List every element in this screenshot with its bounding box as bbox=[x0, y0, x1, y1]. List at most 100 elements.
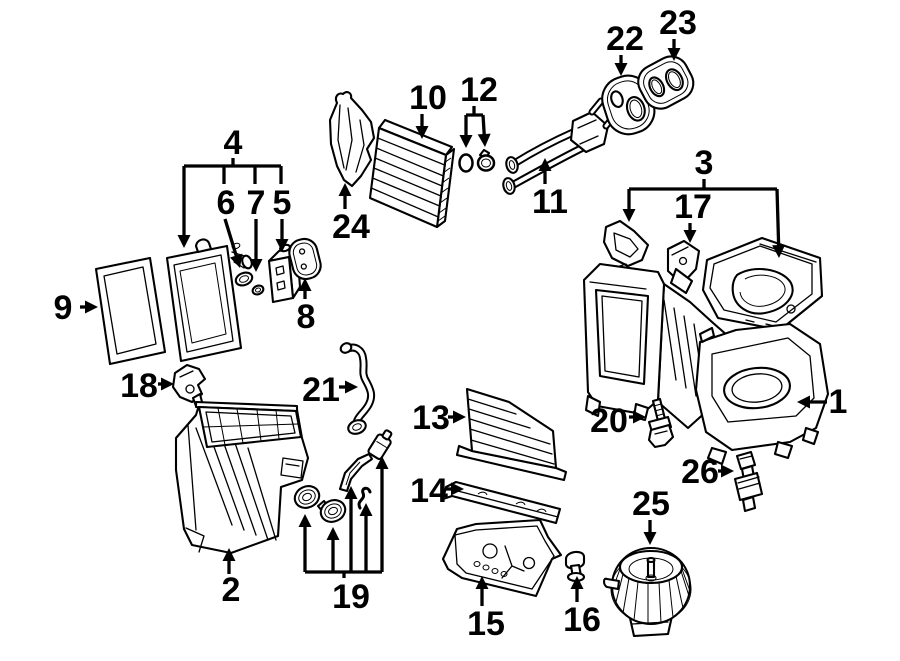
callout-18: 18 bbox=[120, 367, 174, 405]
leader-arrowhead-8 bbox=[298, 278, 312, 291]
callout-14: 14 bbox=[410, 472, 464, 510]
part-push-pin-16-illustration bbox=[564, 550, 586, 583]
leader-arrowhead-2 bbox=[222, 548, 236, 561]
part-drain-hose-illustration bbox=[339, 342, 376, 435]
callout-number-6[interactable]: 6 bbox=[217, 184, 236, 222]
leader-arrowhead-3 bbox=[772, 244, 786, 258]
leader-arrowhead-23 bbox=[667, 48, 681, 61]
leader-arrowhead-19 bbox=[359, 503, 373, 516]
callout-22: 22 bbox=[606, 20, 644, 76]
leader-arrowhead-16 bbox=[570, 576, 584, 589]
leader-arrowhead-19 bbox=[375, 456, 389, 469]
callout-4: 4 bbox=[177, 124, 283, 248]
callout-number-7[interactable]: 7 bbox=[247, 184, 266, 222]
callout-20: 20 bbox=[590, 402, 646, 440]
leader-arrowhead-5 bbox=[275, 239, 289, 252]
callout-number-14[interactable]: 14 bbox=[410, 472, 448, 510]
callout-10: 10 bbox=[409, 79, 447, 139]
callout-12: 12 bbox=[459, 71, 498, 148]
leader-arrowhead-4 bbox=[177, 235, 191, 248]
leader-arrowhead-17 bbox=[683, 230, 697, 243]
leader-line-3 bbox=[775, 188, 781, 248]
leader-arrowhead-7 bbox=[249, 259, 263, 272]
part-bracket-14-illustration bbox=[441, 480, 562, 525]
leader-arrowhead-24 bbox=[338, 183, 352, 196]
part-bracket-18-illustration bbox=[171, 363, 207, 404]
callout-number-10[interactable]: 10 bbox=[409, 79, 447, 117]
callout-number-8[interactable]: 8 bbox=[297, 298, 316, 336]
callout-number-18[interactable]: 18 bbox=[120, 367, 158, 405]
leader-arrowhead-12 bbox=[459, 135, 473, 148]
leader-arrowhead-22 bbox=[614, 63, 628, 76]
leader-arrowhead-20 bbox=[633, 410, 646, 424]
leader-arrowhead-12 bbox=[477, 133, 491, 147]
part-heater-box-illustration bbox=[174, 392, 310, 555]
part-cover-plate-8-illustration bbox=[288, 237, 322, 281]
part-seal-13-illustration bbox=[455, 387, 568, 482]
callout-number-24[interactable]: 24 bbox=[332, 208, 370, 246]
part-oring-12a-illustration bbox=[458, 153, 474, 173]
callout-23: 23 bbox=[659, 4, 697, 61]
callout-25: 25 bbox=[632, 485, 670, 545]
callout-number-26[interactable]: 26 bbox=[681, 453, 719, 491]
callout-number-22[interactable]: 22 bbox=[606, 20, 644, 58]
leader-arrowhead-25 bbox=[643, 532, 657, 545]
part-lever-19c-illustration bbox=[338, 452, 374, 493]
part-heater-core-illustration bbox=[368, 118, 456, 229]
part-clamp-12b-illustration bbox=[476, 148, 496, 172]
callout-number-12[interactable]: 12 bbox=[460, 71, 498, 109]
callout-26: 26 bbox=[681, 453, 734, 491]
callout-11: 11 bbox=[532, 158, 568, 221]
callout-number-16[interactable]: 16 bbox=[563, 601, 601, 639]
part-gasket-23-illustration bbox=[637, 55, 695, 110]
callout-number-21[interactable]: 21 bbox=[302, 371, 340, 409]
part-grommet-19a-illustration bbox=[293, 485, 321, 509]
callout-9: 9 bbox=[54, 289, 98, 327]
leader-arrowhead-1 bbox=[797, 395, 810, 409]
part-oring-6-illustration bbox=[234, 271, 254, 287]
part-cover-3-illustration bbox=[701, 236, 824, 332]
callout-number-3[interactable]: 3 bbox=[695, 144, 714, 182]
part-grommet-19b-illustration bbox=[316, 499, 347, 523]
callout-number-15[interactable]: 15 bbox=[467, 605, 505, 643]
callout-1: 1 bbox=[797, 383, 847, 421]
leader-arrowhead-26 bbox=[721, 464, 734, 478]
part-main-housing-illustration bbox=[582, 262, 830, 466]
callout-3: 3 bbox=[622, 144, 786, 258]
callout-number-25[interactable]: 25 bbox=[632, 485, 670, 523]
callout-number-1[interactable]: 1 bbox=[829, 383, 848, 421]
callout-number-13[interactable]: 13 bbox=[412, 399, 450, 437]
callout-7: 7 bbox=[247, 184, 266, 272]
callout-number-17[interactable]: 17 bbox=[674, 188, 712, 226]
callout-number-19[interactable]: 19 bbox=[332, 578, 370, 616]
callout-number-23[interactable]: 23 bbox=[659, 4, 697, 42]
callout-number-20[interactable]: 20 bbox=[590, 402, 628, 440]
callout-number-5[interactable]: 5 bbox=[273, 184, 292, 222]
part-sensor-19e-illustration bbox=[367, 429, 393, 460]
leader-line-6 bbox=[223, 218, 239, 258]
callout-number-9[interactable]: 9 bbox=[54, 289, 73, 327]
part-oring-7-illustration bbox=[251, 284, 265, 296]
callout-number-2[interactable]: 2 bbox=[222, 571, 241, 609]
leader-arrowhead-21 bbox=[345, 380, 358, 394]
part-filter-frame-illustration bbox=[94, 256, 167, 366]
callout-17: 17 bbox=[674, 188, 712, 243]
callout-15: 15 bbox=[467, 576, 505, 643]
part-sensor-26-illustration bbox=[733, 450, 764, 513]
leader-arrowhead-9 bbox=[85, 300, 98, 314]
leader-arrowhead-11 bbox=[538, 158, 552, 171]
callout-5: 5 bbox=[273, 184, 292, 252]
callout-13: 13 bbox=[412, 399, 466, 437]
leader-arrowhead-6 bbox=[229, 253, 243, 268]
leader-arrowhead-10 bbox=[415, 126, 429, 139]
leader-arrowhead-18 bbox=[161, 377, 174, 391]
leader-arrowhead-19 bbox=[326, 527, 340, 540]
callout-24: 24 bbox=[332, 183, 370, 246]
callout-number-11[interactable]: 11 bbox=[532, 183, 568, 221]
callout-8: 8 bbox=[297, 278, 316, 336]
part-clip-19d-illustration bbox=[357, 486, 372, 510]
part-blower-motor-illustration bbox=[602, 546, 692, 638]
callout-number-4[interactable]: 4 bbox=[224, 124, 243, 162]
